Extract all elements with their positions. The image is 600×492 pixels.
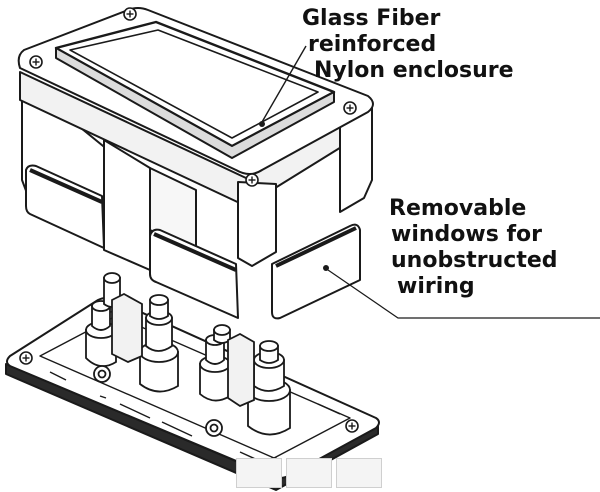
windows-callout-line-2: windows for — [391, 222, 543, 247]
enclosure-leader-dot — [259, 121, 265, 127]
windows-leader-dot — [323, 265, 329, 271]
thumbnail[interactable] — [286, 458, 332, 488]
windows-leader-line — [327, 269, 600, 319]
enclosure-leader-line — [261, 45, 307, 123]
window-panel-right — [271, 223, 361, 320]
terminal-screw-icon — [93, 365, 111, 383]
cover-screw-icon — [245, 173, 259, 187]
terminal-stud — [247, 340, 291, 436]
terminal-stud — [85, 272, 121, 368]
removable-windows — [25, 164, 361, 320]
windows-callout-line-1: Removable — [389, 196, 527, 221]
terminal-screw-icon — [205, 419, 223, 437]
bus-bar — [227, 332, 255, 408]
windows-callout-line-4: wiring — [397, 274, 475, 299]
window-panel-left — [25, 164, 105, 249]
cover-pillar-right — [237, 181, 277, 267]
windows-callout: Removable windows for unobstructed wirin… — [389, 196, 558, 300]
thumbnail[interactable] — [336, 458, 382, 488]
cover-pillar-left — [103, 139, 151, 271]
terminal-studs — [85, 272, 291, 437]
enclosure-callout: Glass Fiber reinforced Nylon enclosure — [302, 6, 514, 84]
base-screw-icon — [345, 419, 359, 433]
cover-label-panel — [69, 29, 319, 139]
windows-callout-line-3: unobstructed — [391, 248, 558, 273]
bus-bar — [111, 292, 143, 363]
thumbnail-strip — [236, 458, 382, 488]
base-screw-icon — [19, 351, 33, 365]
cover-screw-icon — [343, 101, 357, 115]
terminal-stud — [139, 294, 179, 393]
enclosure-callout-line-1: Glass Fiber — [302, 6, 441, 31]
cover-screw-icon — [29, 55, 43, 69]
thumbnail[interactable] — [236, 458, 282, 488]
enclosure-callout-line-2: reinforced — [308, 32, 437, 57]
cover-screw-icon — [123, 7, 137, 21]
terminal-stud — [199, 324, 231, 402]
enclosure-callout-line-3: Nylon enclosure — [314, 58, 514, 83]
window-panel-center — [149, 228, 239, 319]
cover-raised-frame-wall — [55, 47, 335, 159]
